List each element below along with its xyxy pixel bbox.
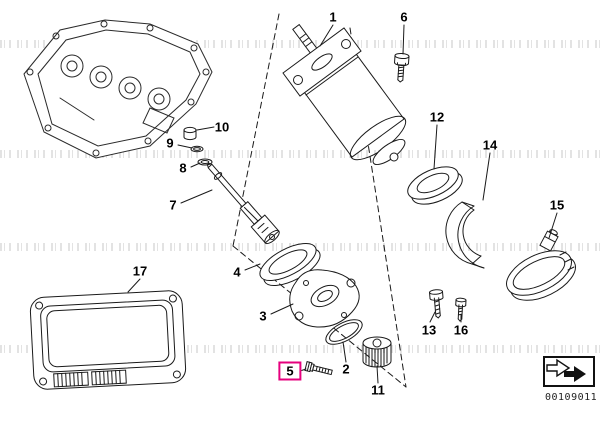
callout-17[interactable]: 17	[132, 263, 148, 279]
oring-2-drawing	[325, 319, 363, 345]
nav-arrow-box[interactable]	[543, 356, 595, 387]
callout-15[interactable]: 15	[549, 197, 565, 213]
bolt-13-drawing	[429, 289, 444, 319]
callout-1[interactable]: 1	[329, 9, 337, 25]
callout-7[interactable]: 7	[169, 197, 177, 213]
gear-11-drawing	[362, 336, 392, 368]
bolt-5-drawing	[304, 361, 333, 376]
diagram-code: 00109011	[545, 392, 598, 403]
callout-2[interactable]: 2	[342, 361, 350, 377]
hose-clamp-drawing	[506, 229, 576, 301]
forward-arrow-icon	[546, 358, 586, 382]
bushing-10-drawing	[183, 126, 197, 141]
ring-12-drawing	[407, 166, 463, 205]
callout-6[interactable]: 6	[400, 9, 408, 25]
callout-12[interactable]: 12	[429, 109, 445, 125]
valve-cover-drawing	[23, 19, 213, 159]
callout-3[interactable]: 3	[259, 308, 267, 324]
callout-8[interactable]: 8	[179, 160, 187, 176]
callout-4[interactable]: 4	[233, 264, 241, 280]
callout-16[interactable]: 16	[453, 322, 469, 338]
callout-11[interactable]: 11	[371, 382, 385, 398]
screw-6-drawing	[394, 52, 410, 83]
oring-9-drawing	[190, 145, 204, 153]
callout-10[interactable]: 10	[214, 119, 230, 135]
washer-8-drawing	[197, 158, 213, 166]
shaft-7-drawing	[207, 162, 280, 245]
clamp-shell-drawing	[445, 201, 485, 269]
ecu-17-drawing	[29, 290, 187, 390]
motor-actuator-drawing	[282, 23, 407, 166]
callout-9[interactable]: 9	[166, 135, 174, 151]
housing-3-drawing	[289, 269, 360, 328]
callout-13[interactable]: 13	[421, 322, 437, 338]
leader-lines	[127, 24, 558, 384]
screw-16-drawing	[455, 297, 467, 322]
callout-5-highlighted[interactable]: 5	[278, 361, 302, 381]
callout-14[interactable]: 14	[482, 137, 498, 153]
